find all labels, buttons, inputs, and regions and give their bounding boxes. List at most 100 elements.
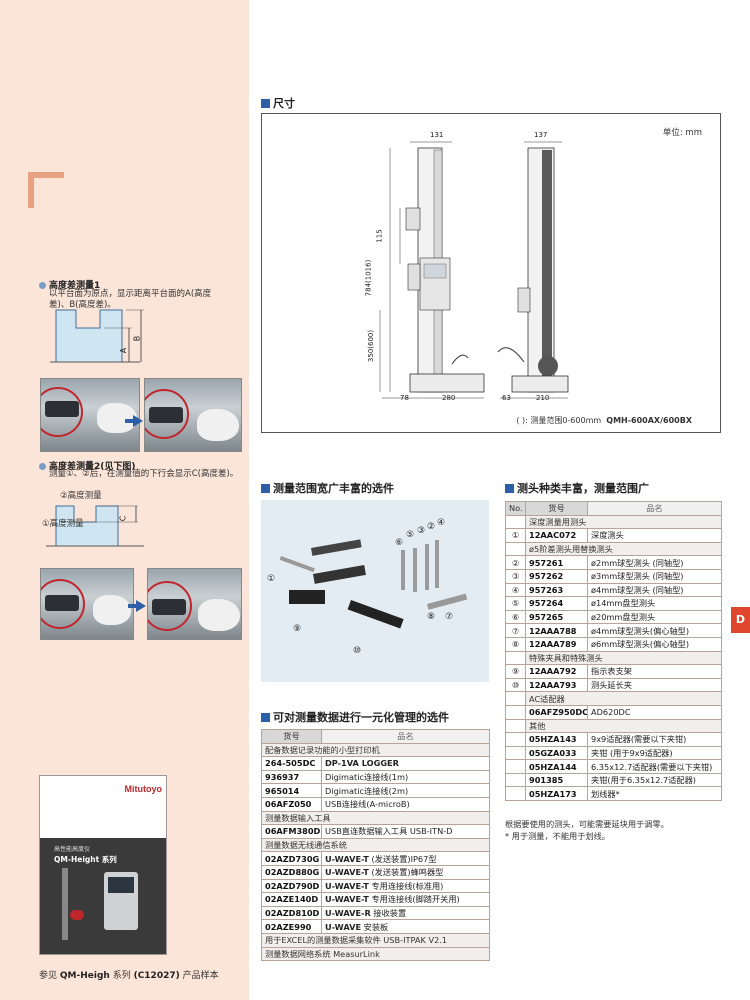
item-no: ③ [505,568,526,584]
dim-115: 115 [375,229,384,243]
callout-5: ⑤ [406,530,415,540]
item-name: U-WAVE-R 接收装置 [321,905,490,921]
group-no [505,514,526,530]
item-name-bold: U-WAVE-T [325,853,369,864]
group-no [505,691,526,706]
item-name-text: 专用连接线(标准用) [371,880,444,891]
item2-text: 测量①、②后，在测量值的下行会显示C(高度差)。 [49,469,239,479]
table-row: 深度测量用测头 [505,514,722,530]
item-name: USB直连数据输入工具 USB-ITN-D [321,824,490,839]
label-a: A [119,347,129,354]
table-row: 用于EXCEL的测量数据采集软件 USB-ITPAK V2.1 [261,932,490,948]
dim-350: 350(600) [367,329,376,363]
item-name-text: USB连接线(A-microB) [325,799,410,810]
item-code: 02AZD880G [261,864,322,880]
item-name-bold: DP-1VA LOGGER [325,758,399,769]
dim-210: 210 [536,394,550,402]
probe-table-title: 测头种类丰富，测量范围广 [505,480,649,496]
group-row: 测量数据输入工具 [261,810,490,826]
data-table-title: 可对测量数据进行一元化管理的选件 [261,709,449,725]
item-name: ø20mm盘型测头 [587,609,722,625]
group-row: 测量数据无线通信系统 [261,837,490,853]
item-code: 06AFZ950DC [525,704,588,720]
group-no [505,541,526,557]
accessories-title: 测量范围宽广丰富的选件 [261,480,394,496]
label-c: C [118,515,128,522]
item-code: 965014 [261,783,322,798]
item-name: 深度测头 [587,528,722,543]
group-row: 配备数据记录功能的小型打印机 [261,742,490,758]
table-row: 测量数据输入工具 [261,810,490,826]
item-no: ⑥ [505,609,526,625]
item-name: 指示表支架 [587,664,722,679]
item-code: 02AZD810D [261,905,322,921]
table-row: 配备数据记录功能的小型打印机 [261,742,490,758]
item-name: U-WAVE-T 专用连接线(标准用) [321,878,490,894]
label-height-1: ①高度测量 [42,519,84,529]
item-no [505,759,526,774]
label-height-2: ②高度测量 [60,491,102,501]
item-name: 夹钳(用于6.35x12.7适配器) [587,772,722,788]
group-row: 特殊夹具和特殊测头 [525,650,722,666]
item-name: ø4mm球型测头 (同轴型) [587,582,722,598]
label-b: B [132,335,142,342]
item-code: 06AFZ050 [261,796,322,812]
item-code: 12AAA792 [525,664,588,679]
callout-2: ② [427,522,436,532]
col-code: 货号 [261,729,322,744]
group-no [505,718,526,734]
item-name-text: USB直连数据输入工具 USB-ITN-D [325,826,453,837]
item-name-text: Digimatic连接线(2m) [325,785,409,796]
probe-note-1: 根据要使用的测头，可能需要延块用于调零。 [505,819,669,829]
item-name: 夹钳 (用于9x9适配器) [587,745,722,761]
probe-note-2: * 用于测量，不能用于划线。 [505,831,610,841]
col-name: 品名 [587,501,722,516]
dim-137: 137 [534,131,548,139]
item-name: DP-1VA LOGGER [321,756,490,771]
item-no: ⑧ [505,636,526,652]
item-code: 957263 [525,582,588,598]
section-tab[interactable]: D [731,607,750,633]
square-icon [505,484,514,493]
item-name-bold: U-WAVE-T [325,894,369,905]
item-name: 6.35x12.7适配器(需要以下夹钳) [587,759,722,774]
item-code: 264-505DC [261,756,322,771]
item-name: U-WAVE 安装板 [321,919,490,934]
callout-4: ④ [437,518,446,528]
item-name-text: 接收装置 [373,908,407,919]
accessories-illustration [279,539,468,629]
photo-measure-2a [40,568,134,640]
item-name: ø4mm球型测头(偏心轴型) [587,623,722,638]
photo-measure-1b [144,378,242,452]
square-icon [261,99,270,108]
item-name-text: 安装板 [363,921,389,932]
item-code: 936937 [261,769,322,785]
item-code: 05HZA173 [525,786,588,802]
item-no: ② [505,555,526,570]
table-row: 06AFM380D USB直连数据输入工具 USB-ITN-D [261,824,490,839]
corner-mark [28,172,64,208]
accessories-photo: ① ② ③ ④ ⑤ ⑥ ⑦ ⑧ ⑨ ⑩ [261,500,489,682]
item-name-bold: U-WAVE [325,921,362,932]
item-name: 9x9适配器(需要以下夹钳) [587,732,722,747]
table-row: ø5阶差测头用替换测头 [505,541,722,557]
item-name: 测头延长夹 [587,677,722,693]
item-name-bold: U-WAVE-R [325,908,371,919]
group-row: 测量数据网络系统 MeasurLink [261,946,490,962]
item-code: 05GZA033 [525,745,588,761]
item-code: 06AFM380D [261,824,322,839]
catalog-reference: 参见 QM-Heigh 系列 (C12027) 产品样本 [39,971,219,981]
callout-9: ⑨ [293,624,302,634]
item-code: 957265 [525,609,588,625]
item-code: 12AAA793 [525,677,588,693]
